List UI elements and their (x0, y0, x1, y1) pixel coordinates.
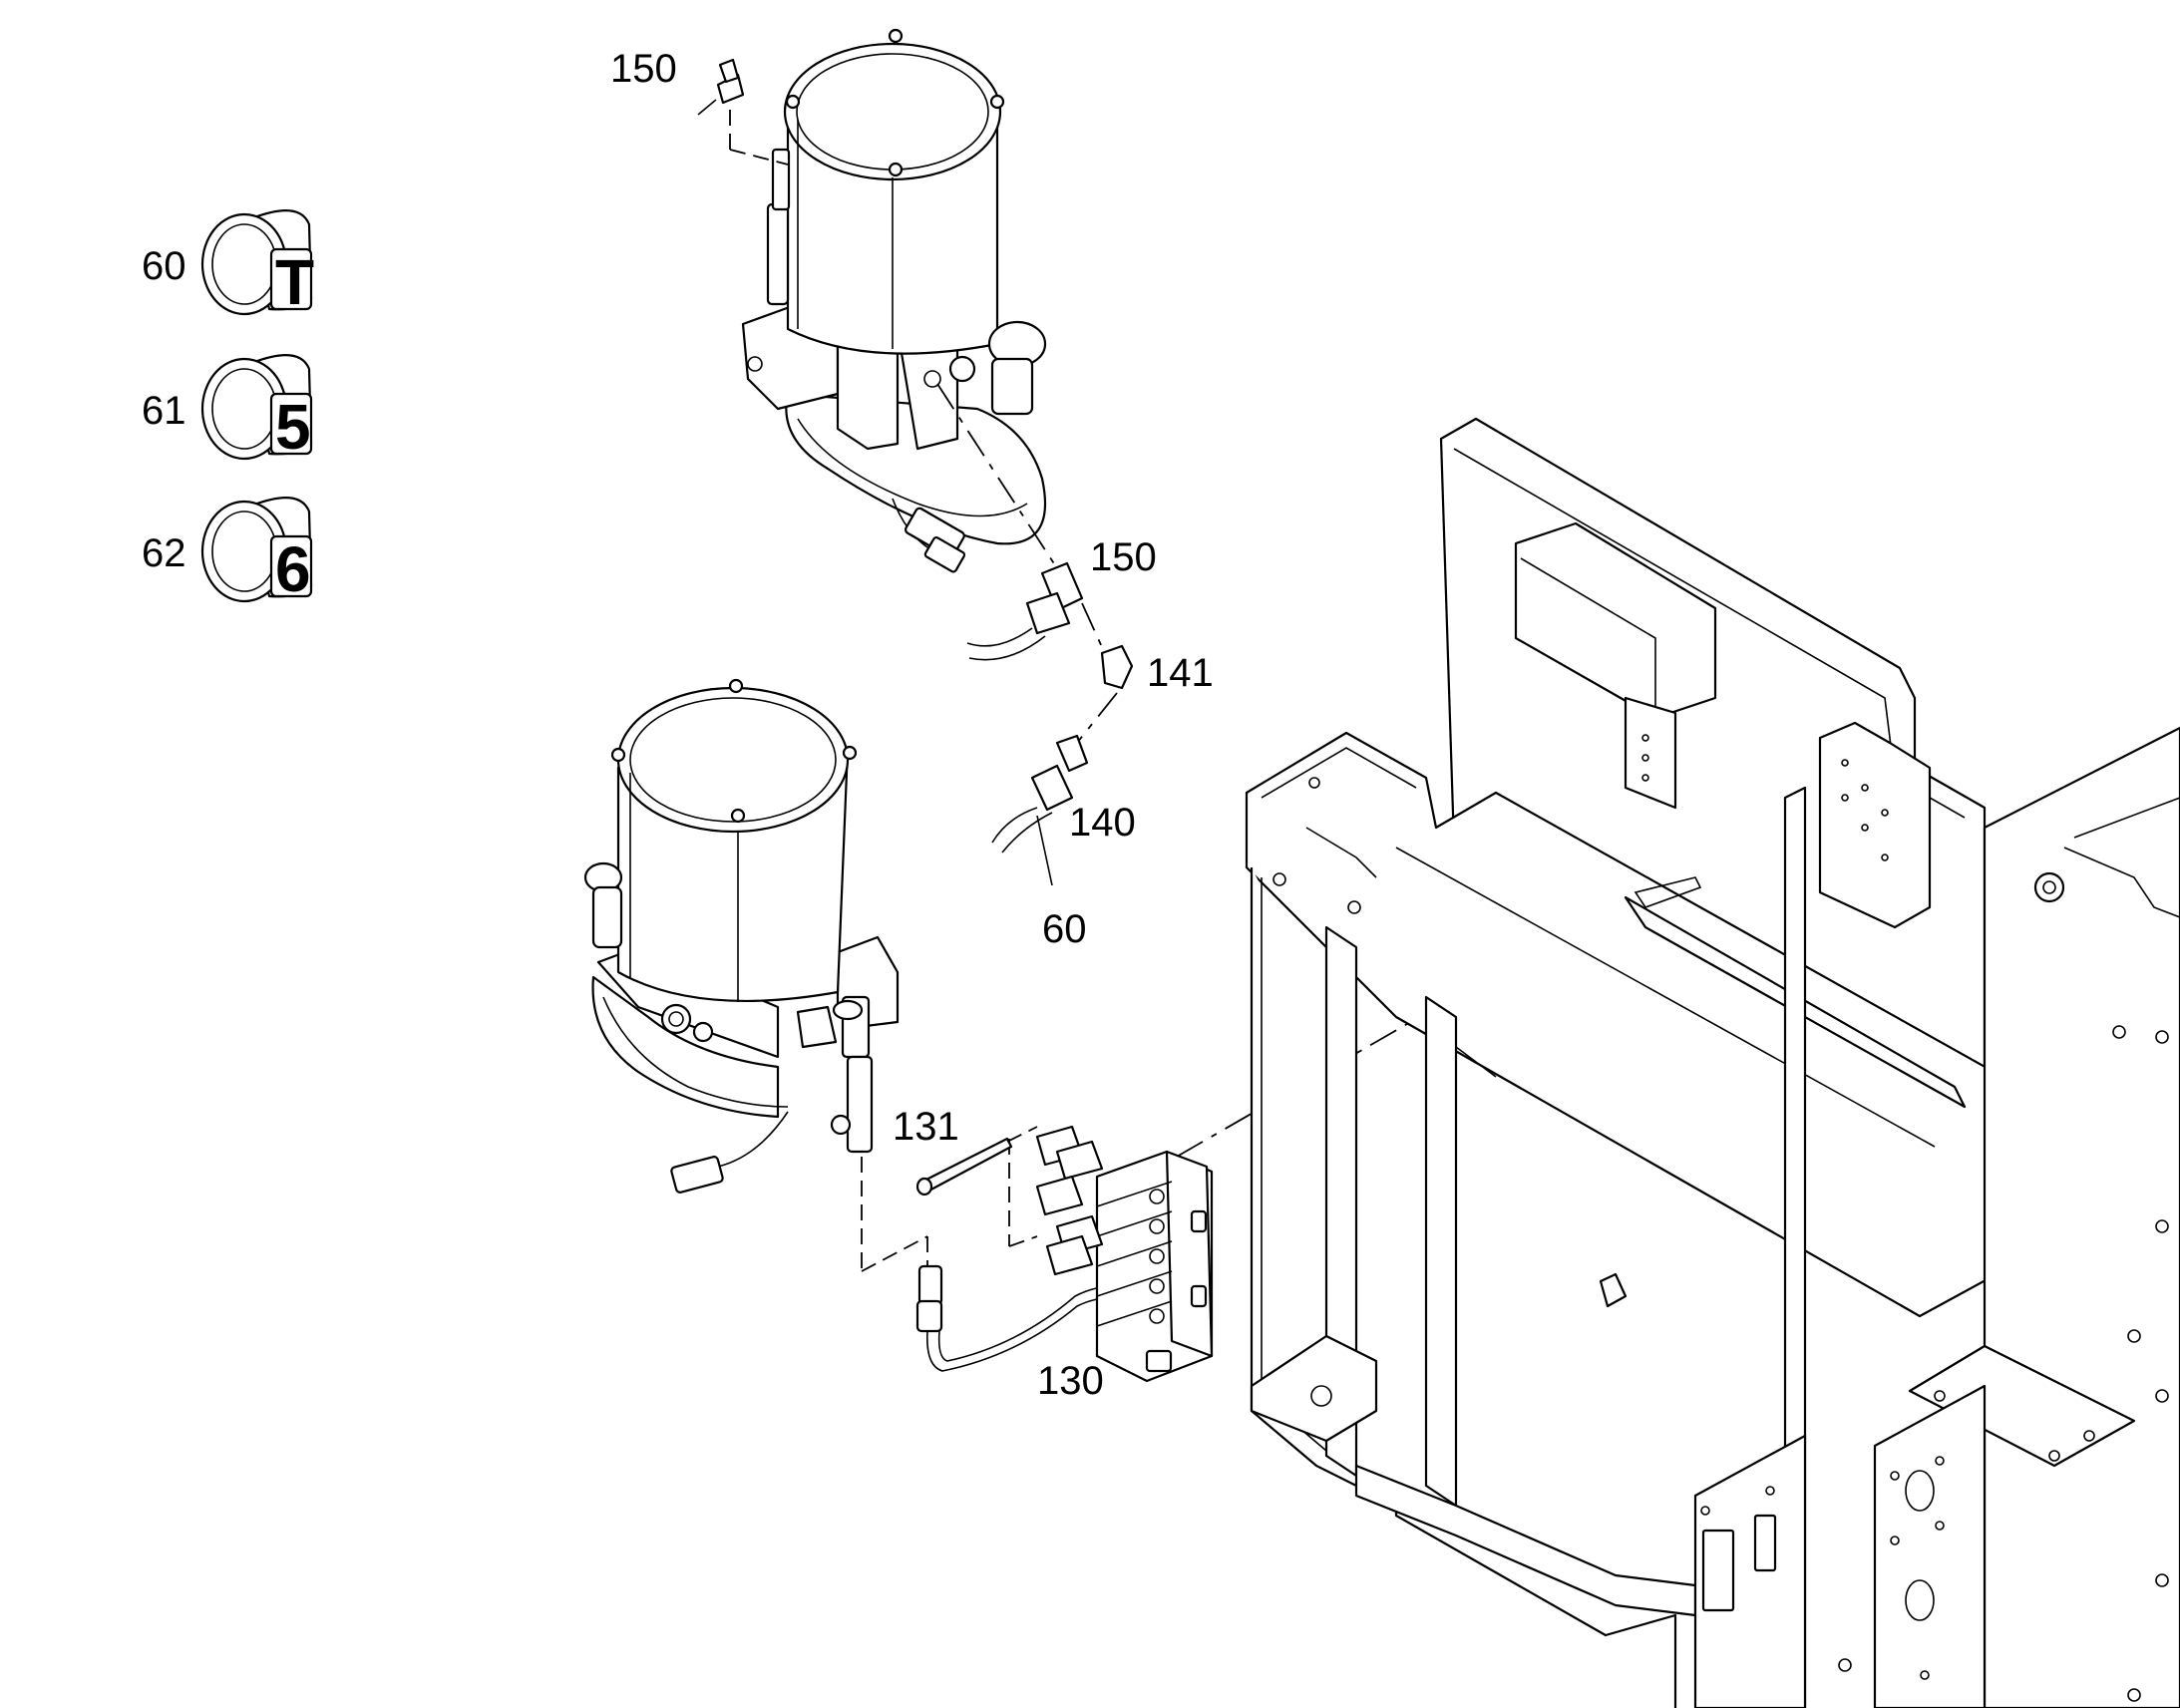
legend-glyph-T: T (275, 246, 314, 318)
legend-number-61: 61 (142, 389, 186, 433)
legend-cap-61: 61 5 (142, 354, 313, 463)
legend-glyph-5: 5 (275, 391, 311, 463)
fitting-150-top (697, 58, 789, 166)
machine-frame (1245, 417, 2180, 1708)
legend-cap-62: 62 6 (142, 497, 313, 605)
callout-130: 130 (1037, 1359, 1104, 1403)
legend-number-62: 62 (142, 531, 186, 575)
callout-140: 140 (1069, 801, 1136, 845)
callout-141: 141 (1147, 651, 1214, 695)
callout-150-mid: 150 (1090, 535, 1157, 579)
legend-cap-60: 60 T (142, 209, 314, 318)
callout-131: 131 (893, 1105, 959, 1149)
callout-150-top: 150 (610, 47, 677, 91)
callout-60-hose: 60 (1042, 907, 1087, 951)
fitting-chain (936, 383, 1134, 886)
legend-glyph-6: 6 (275, 533, 311, 605)
legend-number-60: 60 (142, 244, 186, 288)
lower-lube-pump (583, 678, 900, 1194)
upper-lube-pump (741, 28, 1047, 573)
bolt-131 (915, 1126, 1038, 1196)
divider-block (1035, 1125, 1214, 1383)
